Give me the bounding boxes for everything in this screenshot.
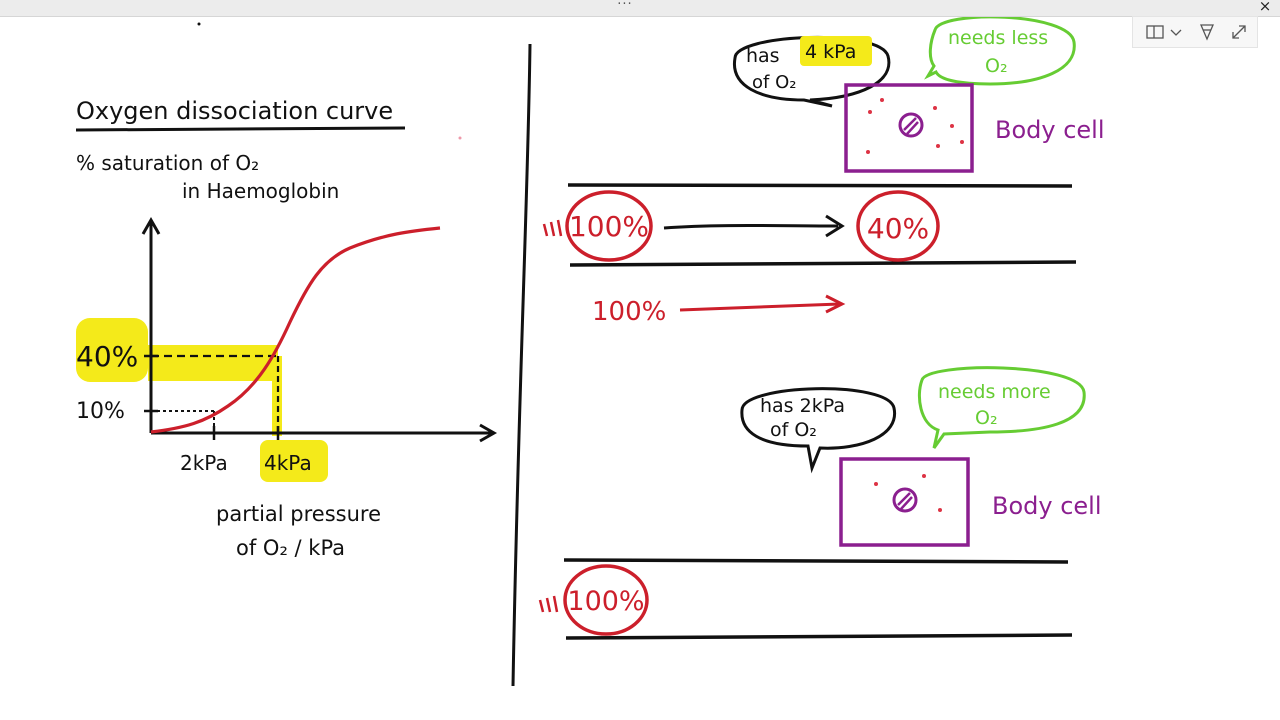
green-bubble-line1: needs less bbox=[948, 27, 1048, 49]
speech-bubble-needs-more bbox=[919, 368, 1084, 448]
rbc-end-label: 40% bbox=[867, 212, 929, 245]
green-bubble-bottom-line2: O₂ bbox=[975, 407, 998, 429]
bubble-text-4kpa: 4 kPa bbox=[805, 41, 856, 63]
vessel2-wall-bottom bbox=[566, 635, 1072, 638]
bubble-text-of-o2-bottom: of O₂ bbox=[770, 419, 817, 441]
bubble-text-has-2kpa: has 2kPa bbox=[760, 395, 845, 417]
travel-arrow bbox=[664, 226, 838, 229]
vessel-wall-top bbox=[568, 185, 1072, 186]
vessel-wall-bottom bbox=[570, 262, 1076, 265]
bubble-text-of-o2: of O₂ bbox=[752, 72, 796, 93]
body-cell-top bbox=[846, 85, 972, 171]
tick-label-40: 40% bbox=[76, 340, 138, 373]
body-cell-bottom bbox=[841, 459, 968, 545]
rbc-start-label: 100% bbox=[569, 210, 649, 243]
vessel2-wall-top bbox=[564, 560, 1068, 562]
cell-label-top: Body cell bbox=[995, 116, 1105, 144]
x-axis-label-line1: partial pressure bbox=[216, 502, 381, 526]
green-bubble-bottom-line1: needs more bbox=[938, 381, 1051, 403]
chart-title: Oxygen dissociation curve bbox=[76, 97, 393, 125]
nucleus-top bbox=[900, 114, 922, 136]
tick-label-4kpa: 4kPa bbox=[264, 451, 312, 475]
close-icon[interactable]: × bbox=[1256, 0, 1274, 15]
nucleus-bottom bbox=[894, 489, 916, 511]
x-axis-label-line2: of O₂ / kPa bbox=[236, 536, 345, 560]
green-bubble-line2: O₂ bbox=[985, 55, 1008, 77]
oxygen-dissociation-chart: Oxygen dissociation curve % saturation o… bbox=[76, 97, 494, 560]
title-underline bbox=[76, 128, 405, 130]
flow-arrow bbox=[680, 304, 840, 310]
tick-label-10: 10% bbox=[76, 399, 125, 424]
ellipsis-icon[interactable]: ··· bbox=[612, 0, 638, 12]
whiteboard-canvas[interactable]: .t { font-family:"DejaVu Sans", sans-ser… bbox=[0, 17, 1280, 720]
y-axis-label-line1: % saturation of O₂ bbox=[76, 151, 259, 175]
flow-label: 100% bbox=[592, 297, 666, 327]
window-title-bar[interactable]: ··· × bbox=[0, 0, 1280, 17]
scene-2kpa: has 2kPa of O₂ needs more O₂ Body cell 1… bbox=[540, 368, 1102, 638]
tick-label-2kpa: 2kPa bbox=[180, 451, 228, 475]
dissociation-curve bbox=[151, 228, 440, 432]
rbc-bottom-label: 100% bbox=[567, 586, 644, 617]
y-axis-label-line2: in Haemoglobin bbox=[182, 179, 339, 203]
cell-label-bottom: Body cell bbox=[992, 492, 1102, 520]
panel-divider bbox=[513, 44, 530, 686]
scene-4kpa: has 4 kPa of O₂ needs less O₂ Body cell … bbox=[544, 17, 1105, 327]
bubble-text-has: has bbox=[746, 45, 780, 67]
